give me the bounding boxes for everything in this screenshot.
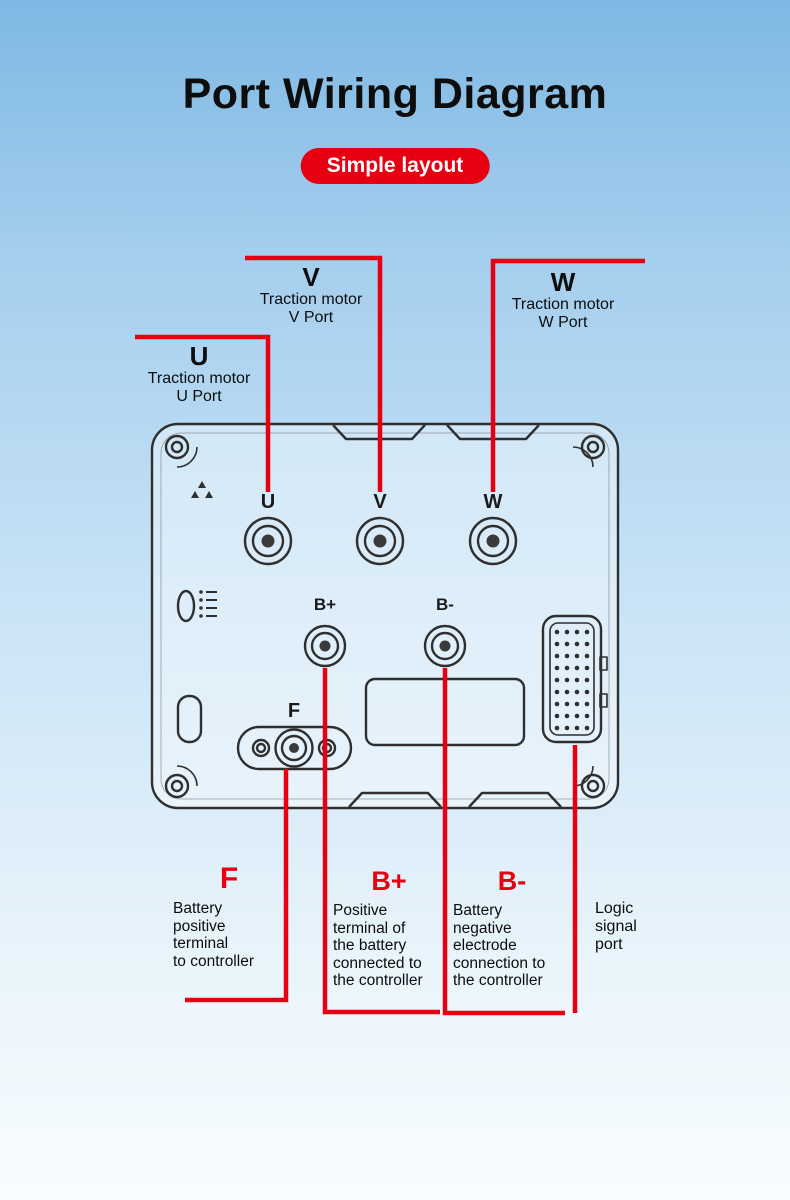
callout-b-minus-terminal: B- Battery negative electrode connection… xyxy=(453,866,571,990)
callout-v-letter: V xyxy=(302,262,320,292)
page-title: Port Wiring Diagram xyxy=(182,70,608,118)
callout-b-plus-terminal: B+ Positive terminal of the battery conn… xyxy=(333,866,445,990)
callout-lines xyxy=(135,255,645,1016)
v-terminal xyxy=(355,516,405,566)
device-label-f: F xyxy=(287,700,301,722)
callout-logic-description: Logic signal port xyxy=(595,900,685,954)
callout-f-desc-line: Battery xyxy=(173,900,223,917)
callout-b-plus-desc-line: the battery xyxy=(333,937,407,954)
device-label-b-minus: B- xyxy=(436,595,454,614)
callout-b-plus-desc-line: connected to xyxy=(333,954,422,972)
keyway-slot xyxy=(176,694,203,744)
callout-w-port: W Traction motor W Port xyxy=(493,268,633,332)
callout-b-plus-desc-line: the controller xyxy=(333,972,423,989)
callout-u-port: U Traction motor U Port xyxy=(129,342,269,406)
callout-u-line2: U Port xyxy=(176,388,222,405)
callout-f-description: Battery positive terminal to controller xyxy=(173,900,285,970)
device-label-v: V xyxy=(373,491,387,513)
callout-b-minus-desc-line: electrode xyxy=(453,937,517,954)
callout-f-letter: F xyxy=(219,862,239,895)
callout-b-minus-description: Battery negative electrode connection to… xyxy=(453,902,571,990)
b-plus-leader-line xyxy=(322,668,440,1015)
logic-connector xyxy=(541,614,608,744)
callout-w-line2: W Port xyxy=(538,314,588,331)
callout-b-plus-desc-line: Positive xyxy=(333,902,388,919)
simple-layout-badge: Simple layout xyxy=(300,148,490,184)
callout-b-minus-desc-line: connection to xyxy=(453,954,546,972)
callout-u-letter: U xyxy=(189,341,209,371)
callout-f-desc-line: positive xyxy=(173,917,226,935)
b-plus-terminal xyxy=(303,624,347,668)
corner-screw-holes xyxy=(164,434,606,799)
callout-b-plus-description: Positive terminal of the battery connect… xyxy=(333,902,445,990)
callout-f-desc-line: to controller xyxy=(173,952,254,970)
f-leader-line xyxy=(185,769,289,1003)
callout-b-plus-letter: B+ xyxy=(371,866,407,896)
callout-logic-desc-line: port xyxy=(595,936,623,953)
callout-b-minus-letter: B- xyxy=(497,866,527,896)
callout-v-port: V Traction motor V Port xyxy=(241,263,381,327)
v-leader-line xyxy=(245,255,383,492)
u-terminal xyxy=(243,516,293,566)
logic-connector-pins xyxy=(554,629,590,731)
callout-f-desc-line: terminal xyxy=(173,935,229,952)
controller-body xyxy=(150,422,620,810)
b-minus-terminal xyxy=(423,624,467,668)
u-leader-line xyxy=(135,334,271,492)
indicator-marks xyxy=(199,590,217,618)
led-window xyxy=(176,589,196,623)
w-terminal xyxy=(468,516,518,566)
callout-v-line2: V Port xyxy=(288,309,334,326)
callout-logic-desc-line: Logic xyxy=(595,900,634,917)
vent-icon xyxy=(191,481,213,498)
device-label-u: U xyxy=(260,491,276,513)
callout-f-terminal: F Battery positive terminal to controlle… xyxy=(173,864,285,970)
device-label-b-plus: B+ xyxy=(313,595,337,614)
callout-b-plus-desc-line: terminal of xyxy=(333,919,406,937)
w-leader-line xyxy=(490,258,645,492)
b-minus-leader-line xyxy=(442,668,565,1016)
callout-w-line1: Traction motor xyxy=(511,296,615,313)
callout-b-minus-desc-line: Battery xyxy=(453,902,503,919)
callout-v-line1: Traction motor xyxy=(259,291,363,308)
callout-logic-desc-line: signal xyxy=(595,918,637,935)
callout-b-minus-desc-line: negative xyxy=(453,919,512,937)
callout-b-minus-desc-line: the controller xyxy=(453,972,543,989)
callout-u-line1: Traction motor xyxy=(147,370,251,387)
callout-logic-port: Logic signal port xyxy=(595,900,685,954)
device-label-w: W xyxy=(483,491,503,513)
callout-w-letter: W xyxy=(550,267,576,297)
